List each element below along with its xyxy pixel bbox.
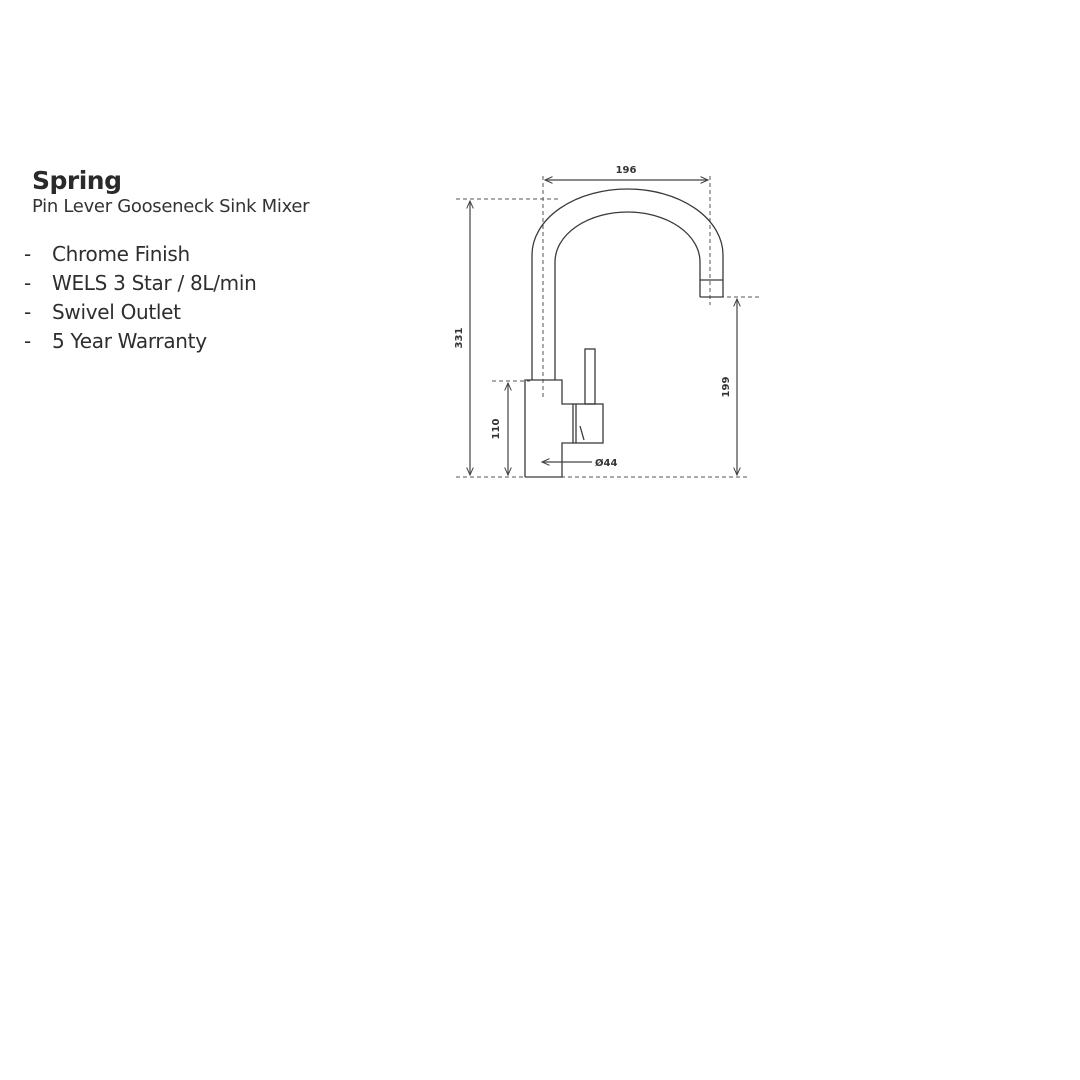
feature-item: -Swivel Outlet xyxy=(22,298,309,327)
dim-199-label: 199 xyxy=(721,377,732,398)
dim-110-label: 110 xyxy=(491,419,502,440)
bullet-dash: - xyxy=(24,329,31,353)
product-title: Spring xyxy=(32,166,122,195)
bullet-dash: - xyxy=(24,300,31,324)
dim-diameter-label: Ø44 xyxy=(595,457,617,469)
faucet-outline xyxy=(524,188,724,478)
product-subtitle: Pin Lever Gooseneck Sink Mixer xyxy=(32,196,310,217)
feature-item: -Chrome Finish xyxy=(22,240,309,269)
feature-item: -5 Year Warranty xyxy=(22,327,309,356)
bullet-dash: - xyxy=(24,242,31,266)
feature-list: -Chrome Finish -WELS 3 Star / 8L/min -Sw… xyxy=(22,240,309,356)
dim-196-label: 196 xyxy=(616,165,637,176)
dim-331-label: 331 xyxy=(454,328,465,349)
feature-item: -WELS 3 Star / 8L/min xyxy=(22,269,309,298)
bullet-dash: - xyxy=(24,271,31,295)
product-spec-block: Spring Pin Lever Gooseneck Sink Mixer -C… xyxy=(24,166,310,356)
dimension-lines xyxy=(470,180,737,475)
